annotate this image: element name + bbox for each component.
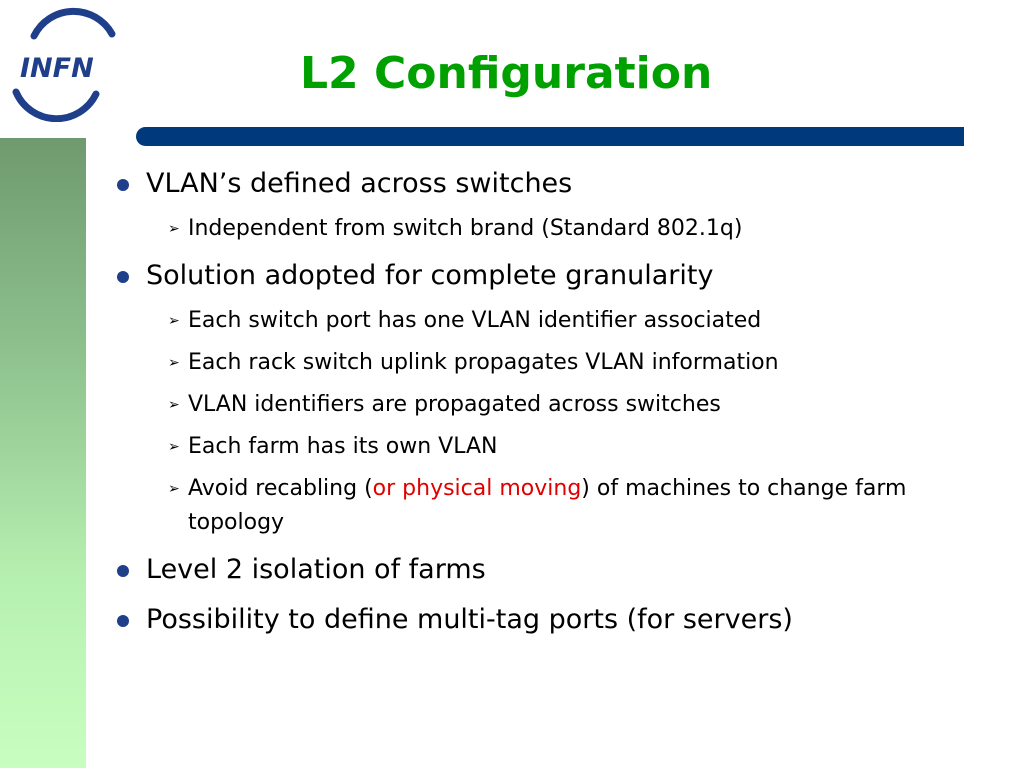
title-underline-rule: [136, 127, 964, 146]
bullet-list: VLAN’s defined across switches ➢ Indepen…: [112, 164, 972, 640]
arrow-bullet-icon: ➢: [168, 313, 180, 329]
bullet-item: Solution adopted for complete granularit…: [112, 256, 972, 296]
sub-bullet-item: ➢ Each farm has its own VLAN: [112, 430, 972, 464]
arrow-bullet-icon: ➢: [168, 221, 180, 237]
sub-bullet-highlight: or physical moving: [372, 476, 582, 501]
bullet-item: Level 2 isolation of farms: [112, 550, 972, 590]
bullet-dot-icon: [117, 565, 129, 577]
sub-bullet-text-before: Avoid recabling (: [188, 476, 373, 501]
sub-bullet-item: ➢ VLAN identifiers are propagated across…: [112, 388, 972, 422]
bullet-text: Solution adopted for complete granularit…: [146, 260, 714, 291]
sub-bullet-text: Independent from switch brand (Standard …: [188, 216, 743, 241]
side-decoration-bar: [0, 138, 86, 768]
bullet-dot-icon: [117, 271, 129, 283]
bullet-dot-icon: [117, 179, 129, 191]
bullet-text: Level 2 isolation of farms: [146, 554, 486, 585]
sub-bullet-item: ➢ Each rack switch uplink propagates VLA…: [112, 346, 972, 380]
arrow-bullet-icon: ➢: [168, 481, 180, 497]
sub-bullet-text: Each farm has its own VLAN: [188, 434, 498, 459]
logo-text: INFN: [20, 53, 94, 84]
sub-bullet-text: VLAN identifiers are propagated across s…: [188, 392, 721, 417]
arrow-bullet-icon: ➢: [168, 439, 180, 455]
sub-bullet-text: Each rack switch uplink propagates VLAN …: [188, 350, 779, 375]
bullet-item: VLAN’s defined across switches: [112, 164, 972, 204]
bullet-text: Possibility to define multi-tag ports (f…: [146, 604, 793, 635]
sub-bullet-text-after: ) of machines to change farm topology: [188, 476, 907, 535]
bullet-text: VLAN’s defined across switches: [146, 168, 573, 199]
sub-bullet-text: Each switch port has one VLAN identifier…: [188, 308, 762, 333]
sub-bullet-item: ➢ Each switch port has one VLAN identifi…: [112, 304, 972, 338]
slide-title: L2 Configuration: [300, 48, 713, 99]
sub-bullet-item: ➢ Independent from switch brand (Standar…: [112, 212, 972, 246]
infn-logo: INFN: [12, 7, 116, 122]
bullet-dot-icon: [117, 615, 129, 627]
arrow-bullet-icon: ➢: [168, 355, 180, 371]
bullet-item: Possibility to define multi-tag ports (f…: [112, 600, 972, 640]
arrow-bullet-icon: ➢: [168, 397, 180, 413]
sub-bullet-item: ➢ Avoid recabling (or physical moving) o…: [112, 472, 972, 540]
